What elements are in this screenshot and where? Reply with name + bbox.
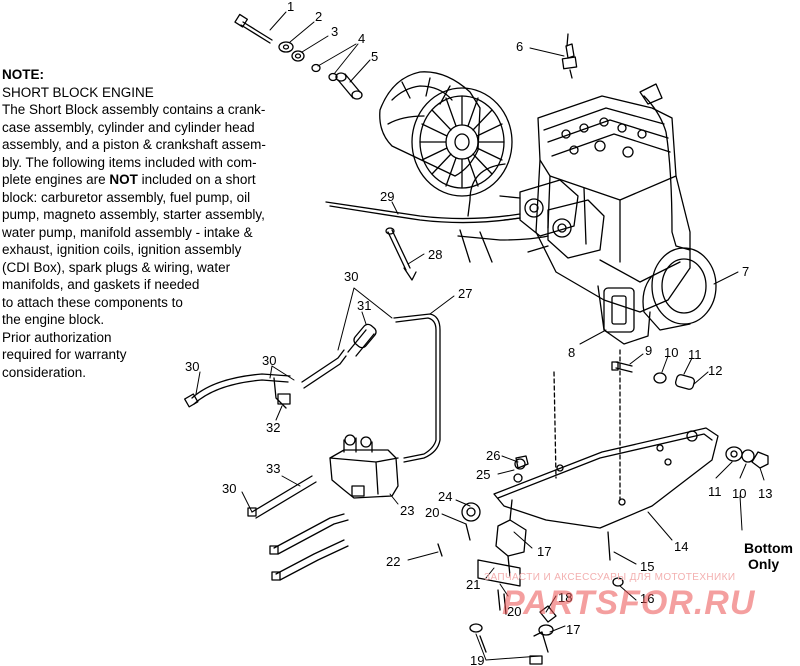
callout-21: 21 — [466, 577, 480, 592]
note-line: the engine block. — [2, 312, 105, 327]
note-line: assembly, and a piston & crankshaft asse… — [2, 137, 266, 152]
callout-22: 22 — [386, 554, 400, 569]
note-line: pump, magneto assembly, starter assembly… — [2, 207, 265, 222]
throttle-cable-part — [325, 163, 549, 263]
mount-hardware-part — [513, 361, 769, 483]
note-line: manifolds, and gaskets if needed — [2, 277, 200, 292]
fuel-pump-part — [329, 434, 399, 499]
callout-2: 2 — [315, 9, 322, 24]
note-line: block: carburetor assembly, fuel pump, o… — [2, 189, 251, 205]
callout-19: 19 — [470, 653, 484, 666]
callout-23: 23 — [400, 503, 414, 518]
callout-28: 28 — [428, 247, 442, 262]
callout-11a: 11 — [688, 347, 702, 362]
note-line: consideration. — [2, 364, 87, 380]
callout-10a: 10 — [664, 345, 678, 360]
callout-26: 26 — [486, 448, 500, 463]
callout-11b: 11 — [708, 484, 722, 499]
callout-8: 8 — [568, 345, 575, 360]
tube-part — [385, 227, 417, 281]
bolt-part — [234, 13, 273, 44]
impulse-line-part — [247, 475, 349, 581]
callout-7: 7 — [742, 264, 749, 279]
callout-25: 25 — [476, 467, 490, 482]
callout-6: 6 — [516, 39, 523, 54]
leader-lines — [195, 11, 765, 661]
callout-18: 18 — [558, 590, 572, 605]
callout-20b: 20 — [507, 604, 521, 619]
callout-20a: 20 — [425, 505, 439, 520]
callout-13: 13 — [758, 486, 772, 501]
note-line: Prior authorization — [2, 329, 112, 345]
callout-labels: 1 2 3 4 5 6 7 8 9 10 11 12 11 10 13 14 1… — [185, 0, 772, 666]
callout-31: 31 — [357, 298, 371, 313]
oil-line-part — [184, 373, 291, 409]
callout-30b: 30 — [262, 353, 276, 368]
watermark-logo: PARTSFOR.RU — [502, 584, 756, 622]
note-line: required for warranty — [2, 347, 127, 362]
short-block-note: NOTE: SHORT BLOCK ENGINE The Short Block… — [2, 66, 302, 381]
note-line-tail: included on a short — [137, 172, 256, 187]
callout-30a: 30 — [344, 269, 358, 284]
bottom-only-line2: Only — [748, 556, 780, 572]
engine-plate-part — [493, 349, 719, 529]
flywheel-part — [411, 87, 513, 197]
callout-30c: 30 — [185, 359, 199, 374]
note-line: The Short Block assembly contains a cran… — [2, 102, 266, 117]
note-line: water pump, manifold assembly - intake & — [2, 224, 253, 240]
note-emphasis-not: NOT — [109, 172, 138, 187]
note-line: (CDI Box), spark plugs & wiring, water — [2, 259, 231, 275]
engine-mount-part — [437, 499, 624, 665]
callout-32: 32 — [266, 420, 280, 435]
note-title: NOTE: — [2, 67, 44, 82]
engine-block-part — [499, 83, 717, 345]
fuel-line-part — [393, 313, 441, 463]
callout-30d: 30 — [222, 481, 236, 496]
callout-33: 33 — [266, 461, 280, 476]
fuel-filter-part — [301, 323, 377, 389]
note-line: bly. The following items included with c… — [2, 154, 257, 170]
note-line: to attach these components to — [2, 294, 183, 310]
watermark-tagline: ЗАПЧАСТИ И АКСЕССУАРЫ ДЛЯ МОТОТЕХНИКИ — [484, 572, 736, 583]
note-line: exhaust, ignition coils, ignition assemb… — [2, 242, 242, 257]
note-line: case assembly, cylinder and cylinder hea… — [2, 119, 255, 135]
callout-10b: 10 — [732, 486, 746, 501]
callout-3: 3 — [331, 24, 338, 39]
washer-part — [278, 41, 294, 53]
callout-29: 29 — [380, 189, 394, 204]
callout-12: 12 — [708, 363, 722, 378]
callout-16: 16 — [640, 591, 654, 606]
spacer-part — [291, 50, 305, 62]
callout-15: 15 — [640, 559, 654, 574]
note-line: SHORT BLOCK ENGINE — [2, 84, 154, 100]
callout-17a: 17 — [537, 544, 551, 559]
bottom-only-note: Bottom Only — [744, 540, 793, 572]
note-line-lead: plete engines are — [2, 172, 110, 187]
bottom-only-line1: Bottom — [744, 540, 793, 556]
callout-1: 1 — [287, 0, 294, 14]
callout-24: 24 — [438, 489, 452, 504]
sleeve-part — [335, 72, 363, 100]
callout-14: 14 — [674, 539, 688, 554]
callout-9: 9 — [645, 343, 652, 358]
callout-17b: 17 — [566, 622, 580, 637]
callout-4: 4 — [358, 31, 365, 46]
callout-5: 5 — [371, 49, 378, 64]
oring-part — [311, 63, 338, 82]
spark-plug-part — [561, 33, 578, 79]
callout-27: 27 — [458, 286, 472, 301]
note-line-emphasis: plete engines are NOT included on a shor… — [2, 171, 302, 189]
